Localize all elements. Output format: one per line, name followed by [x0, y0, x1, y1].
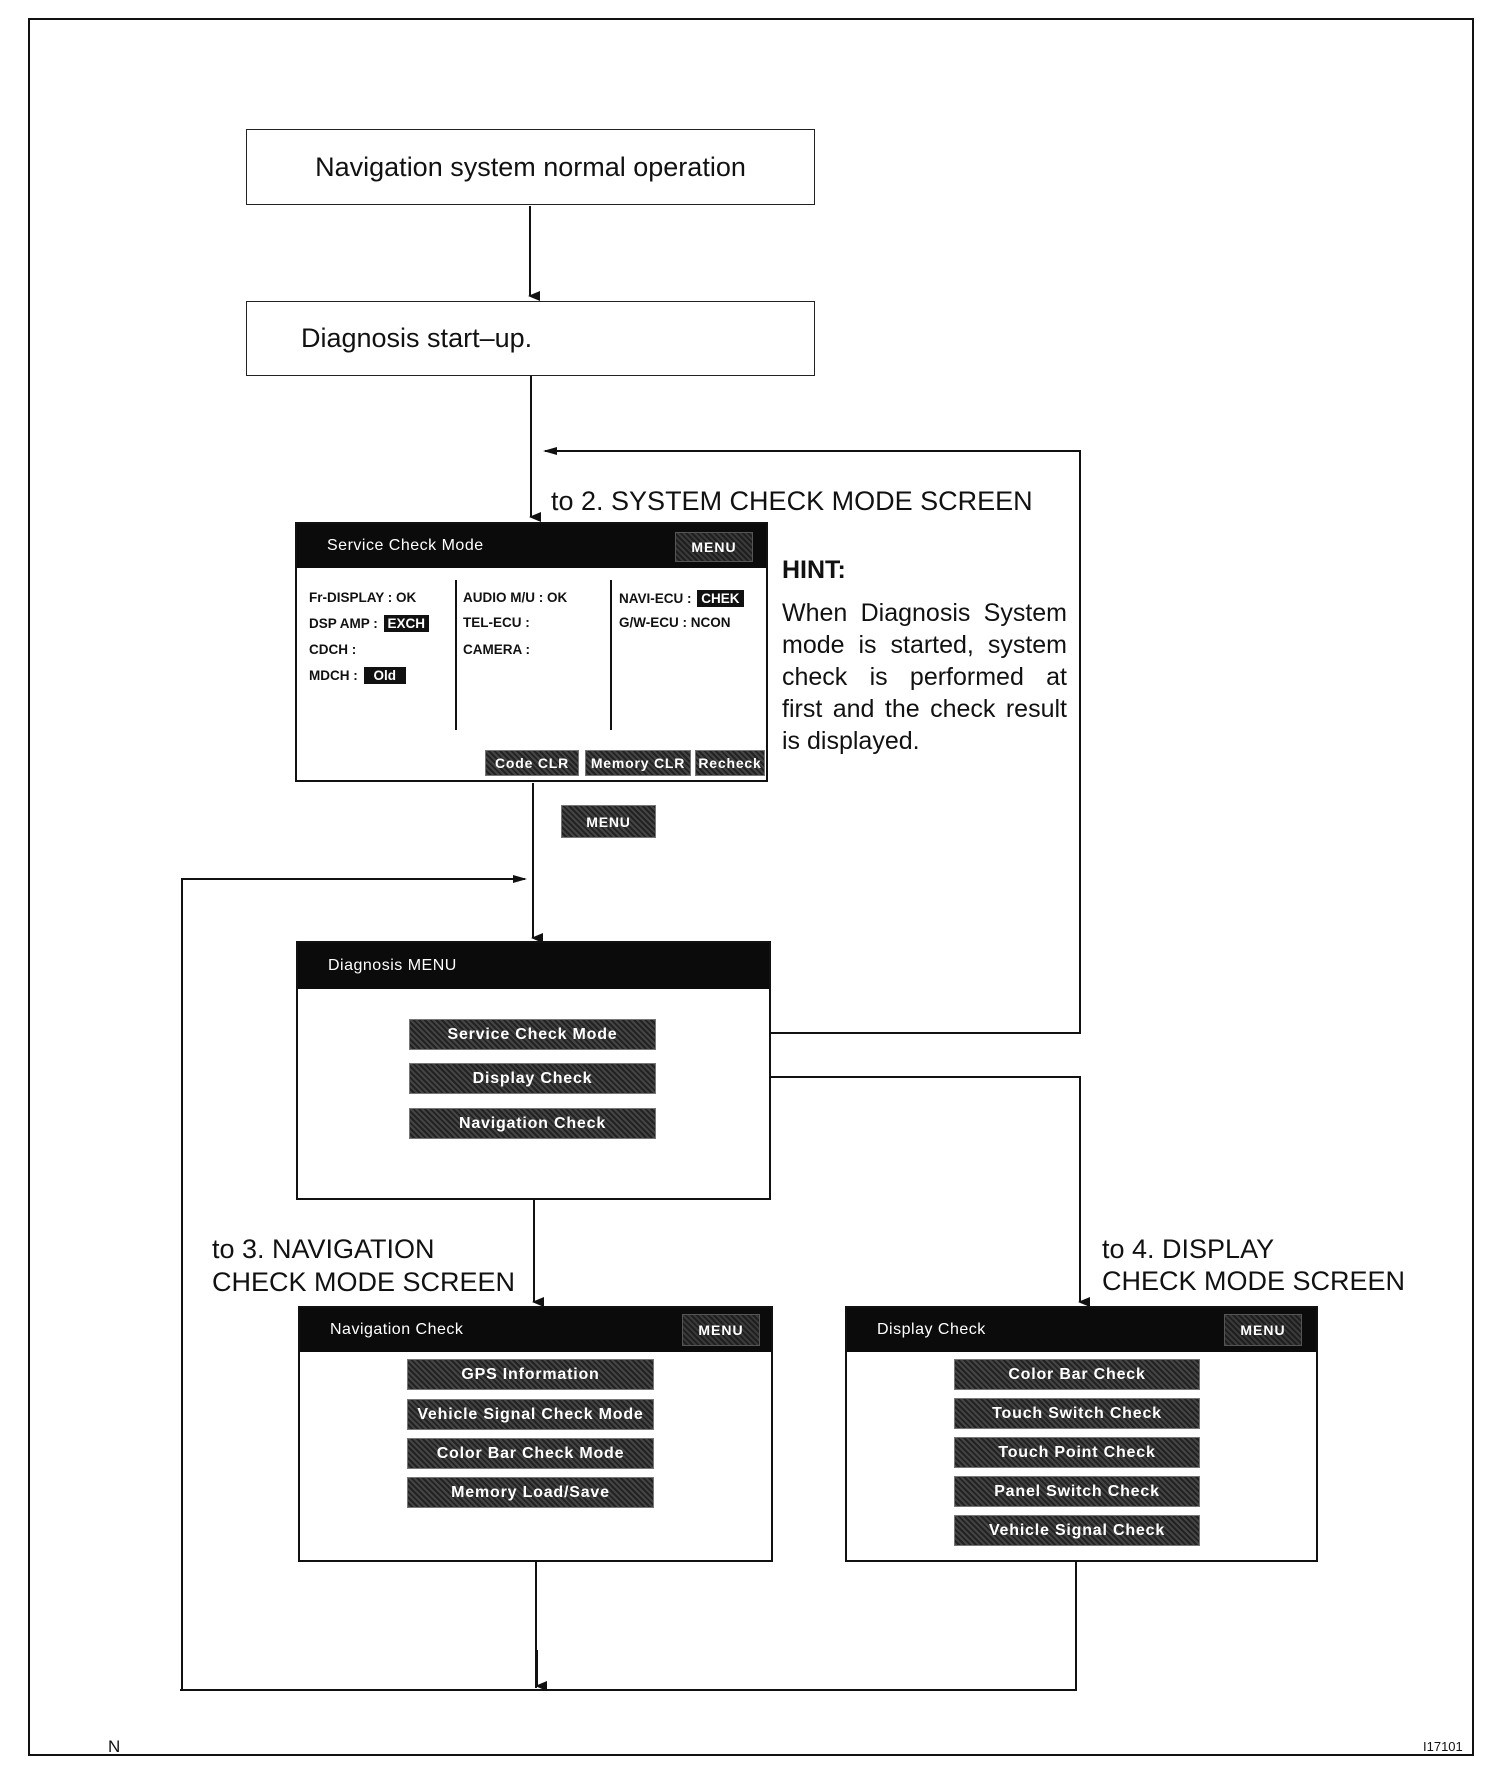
service-menu-button[interactable]: MENU — [675, 532, 753, 562]
gps-information-button[interactable]: GPS Information — [407, 1359, 654, 1390]
status-audio-mu: AUDIO M/U : OK — [463, 590, 568, 605]
to-display-label-line1: to 4. DISPLAY — [1102, 1234, 1275, 1264]
touch-switch-check-button[interactable]: Touch Switch Check — [954, 1398, 1200, 1429]
status-badge: CHEK — [697, 590, 744, 607]
column-divider — [610, 580, 612, 730]
normal-operation-label: Navigation system normal operation — [315, 151, 746, 182]
navigation-menu-button[interactable]: MENU — [682, 1314, 760, 1346]
page-frame — [28, 18, 1474, 1756]
figure-id: I17101 — [1423, 1739, 1463, 1754]
display-check-button[interactable]: Display Check — [409, 1063, 656, 1094]
panel-switch-check-button[interactable]: Panel Switch Check — [954, 1476, 1200, 1507]
display-menu-button[interactable]: MENU — [1224, 1314, 1302, 1346]
memory-load-save-button[interactable]: Memory Load/Save — [407, 1477, 654, 1508]
to-system-check-label: to 2. SYSTEM CHECK MODE SCREEN — [551, 486, 1033, 516]
status-camera: CAMERA : — [463, 642, 530, 657]
status-tel-ecu: TEL-ECU : — [463, 615, 530, 630]
status-badge: Old — [363, 667, 406, 684]
status-fr-display: Fr-DISPLAY : OK — [309, 590, 417, 605]
display-check-title: Display Check — [877, 1321, 986, 1338]
navigation-check-button[interactable]: Navigation Check — [409, 1108, 656, 1139]
to-display-label-line2: CHECK MODE SCREEN — [1102, 1266, 1406, 1296]
diagnosis-menu-screen: Diagnosis MENU Service Check Mode Displa… — [296, 941, 771, 1200]
memory-clr-button[interactable]: Memory CLR — [585, 750, 691, 776]
normal-operation-box: Navigation system normal operation — [246, 129, 815, 205]
hint-title: HINT: — [782, 556, 846, 584]
vehicle-signal-check-mode-button[interactable]: Vehicle Signal Check Mode — [407, 1399, 654, 1430]
navigation-check-title: Navigation Check — [330, 1321, 464, 1338]
status-dsp-amp: DSP AMP : EXCH — [309, 615, 430, 632]
diagnosis-startup-box: Diagnosis start–up. — [246, 301, 815, 376]
diagnosis-menu-title: Diagnosis MENU — [328, 957, 457, 974]
code-clr-button[interactable]: Code CLR — [485, 750, 579, 776]
diagnosis-startup-label: Diagnosis start–up. — [301, 323, 533, 353]
display-check-screen: Display Check MENU Color Bar Check Touch… — [845, 1306, 1318, 1562]
service-screen-title: Service Check Mode — [327, 537, 484, 554]
hint-text: When Diagnosis System mode is started, s… — [782, 599, 1067, 755]
service-check-mode-button[interactable]: Service Check Mode — [409, 1019, 656, 1050]
color-bar-check-button[interactable]: Color Bar Check — [954, 1359, 1200, 1390]
to-navigation-label-line2: CHECK MODE SCREEN — [212, 1267, 516, 1297]
column-divider — [455, 580, 457, 730]
status-mdch: MDCH : Old — [309, 667, 406, 684]
status-badge: EXCH — [383, 615, 430, 632]
diagnosis-menu-titlebar: Diagnosis MENU — [298, 943, 769, 989]
status-cdch: CDCH : — [309, 642, 357, 657]
status-gw-ecu: G/W-ECU : NCON — [619, 615, 731, 630]
to-navigation-label-line1: to 3. NAVIGATION — [212, 1234, 435, 1264]
recheck-button[interactable]: Recheck — [695, 750, 765, 776]
menu-button[interactable]: MENU — [561, 805, 656, 838]
navigation-check-screen: Navigation Check MENU GPS Information Ve… — [298, 1306, 773, 1562]
footer-left-code: N — [108, 1737, 121, 1756]
vehicle-signal-check-button[interactable]: Vehicle Signal Check — [954, 1515, 1200, 1546]
status-navi-ecu: NAVI-ECU : CHEK — [619, 590, 744, 607]
touch-point-check-button[interactable]: Touch Point Check — [954, 1437, 1200, 1468]
service-check-mode-screen: Service Check Mode MENU Fr-DISPLAY : OK … — [295, 522, 768, 782]
color-bar-check-mode-button[interactable]: Color Bar Check Mode — [407, 1438, 654, 1469]
